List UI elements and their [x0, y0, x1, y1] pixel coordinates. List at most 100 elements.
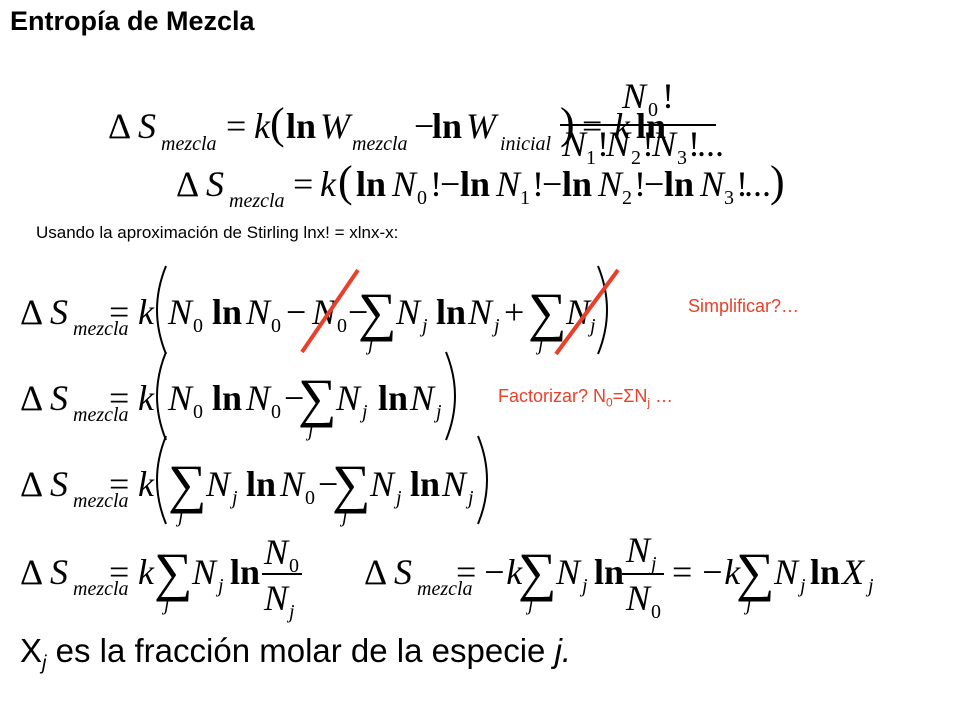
eq3-j2: j [491, 315, 500, 337]
eq7-Nj2: N [773, 552, 800, 592]
eq4-ln0: ln [212, 378, 242, 418]
eq1-minus: − [414, 106, 434, 146]
eq7-ln1: ln [594, 552, 624, 592]
stirling-note: Usando la aproximación de Stirling lnx! … [36, 223, 399, 242]
eq7-sub-mezcla: mezcla [417, 578, 473, 600]
eq1-den-sub2: 2 [631, 147, 641, 169]
eq2-ln0: ln [356, 164, 386, 204]
eq4-k: k [138, 378, 155, 418]
eq1-sub-mezcla: mezcla [161, 133, 217, 155]
eq1-den-dots: ... [697, 124, 724, 164]
eq5-equals: = [109, 464, 129, 504]
eq2-dots: ... [744, 164, 771, 204]
eq3-sub0a: 0 [193, 315, 203, 337]
eq3-sub0c: 0 [337, 315, 347, 337]
eq2-sub0: 0 [417, 187, 427, 209]
eq6-den-j: j [286, 601, 295, 623]
eq5-sum2-j: j [339, 505, 348, 527]
eq3-N0a: N [167, 292, 194, 332]
eq6-equals: = [109, 552, 129, 592]
factor-eq: =ΣN [612, 386, 648, 406]
eq7-S: S [394, 552, 412, 592]
eq1-den-bang1: ! [597, 124, 609, 164]
eq3-Nj1: N [395, 292, 422, 332]
eq2-rparen: ) [770, 157, 785, 206]
eq4-j1: j [359, 401, 368, 423]
eq7-sum1: ∑ [518, 542, 557, 602]
footer-text: es la fracción molar de la especie [46, 632, 555, 669]
eq6-den-N: N [263, 578, 290, 618]
eq6-Nj: N [191, 552, 218, 592]
eq3-sub0b: 0 [271, 315, 281, 337]
eq7-sum2-j: j [743, 593, 752, 615]
eq2-N2: N [597, 164, 624, 204]
eq5-j3: j [465, 487, 474, 509]
eq4-sub-mezcla: mezcla [73, 404, 129, 426]
eq2-sub3: 3 [724, 187, 734, 209]
eq1-W2: W [466, 106, 499, 146]
eq1-den-N1: N [561, 124, 588, 164]
eq3-S: S [50, 292, 68, 332]
eq1-ln2: ln [432, 106, 462, 146]
eq1-den-bang2: ! [642, 124, 654, 164]
eq4-minus: − [284, 378, 304, 418]
footer-var: X [20, 632, 43, 669]
equation-4: Δ S mezcla = k N 0 ln N 0 − ∑ j N j ln N… [20, 351, 456, 441]
eq7-delta: Δ [364, 552, 387, 592]
eq5-minus: − [318, 464, 338, 504]
factor-note: Factorizar? N0=ΣNj … [498, 386, 673, 410]
strike-line-1 [300, 268, 360, 354]
eq3-big-lparen [156, 265, 167, 355]
eq1-sub-inicial: inicial [500, 133, 552, 155]
eq2-bang0: ! [430, 164, 442, 204]
eq3-plus: + [504, 292, 524, 332]
eq4-sum-j: j [305, 419, 314, 441]
eq2-ln2: ln [562, 164, 592, 204]
eq7-j2: j [797, 575, 806, 597]
eq5-ln1: ln [410, 464, 440, 504]
eq6-k: k [138, 552, 155, 592]
simplify-note: Simplificar?… [688, 296, 800, 316]
eq6-sum-j: j [161, 593, 170, 615]
eq4-big-rparen [445, 351, 456, 441]
eq6-j: j [215, 575, 224, 597]
eq1-sub-mezcla2: mezcla [352, 133, 408, 155]
equation-6: Δ S mezcla = k ∑ j N j ln N 0 N j [20, 532, 302, 623]
eq7-negk1: −k [482, 552, 523, 592]
eq5-big-rparen [477, 435, 488, 525]
eq3-j1: j [419, 315, 428, 337]
eq4-Nj1: N [335, 378, 362, 418]
eq5-big-lparen [156, 435, 167, 525]
eq7-j1: j [579, 575, 588, 597]
eq4-j2: j [433, 401, 442, 423]
eq3-N0c: N [311, 292, 338, 332]
eq4-Nj2: N [409, 378, 436, 418]
factor-sub0: 0 [606, 395, 613, 410]
eq2-sub2: 2 [622, 187, 632, 209]
eq2-ln1: ln [460, 164, 490, 204]
eq4-ln1: ln [378, 378, 408, 418]
eq2-sub-mezcla: mezcla [229, 190, 285, 212]
eq2-bang1: ! [532, 164, 544, 204]
eq5-S: S [50, 464, 68, 504]
equation-3: Δ S mezcla = k N 0 ln N 0 − N 0 − ∑ j N … [20, 265, 620, 356]
eq3-j3: j [587, 315, 596, 337]
eq7-Nj1: N [555, 552, 582, 592]
eq5-j2: j [393, 487, 402, 509]
eq5-sum2: ∑ [332, 454, 371, 514]
eq2-k: k [320, 164, 337, 204]
footer-sub: j [42, 652, 47, 675]
eq3-delta: Δ [20, 292, 43, 332]
eq7-equals2: = [672, 552, 692, 592]
eq6-num-N: N [263, 532, 290, 572]
eq2-minus3: − [644, 164, 664, 204]
eq5-sum1: ∑ [168, 454, 207, 514]
eq5-k: k [138, 464, 155, 504]
eq4-equals: = [109, 378, 129, 418]
equation-7: Δ S mezcla = −k ∑ j N j ln N j N 0 = −k … [364, 530, 874, 623]
eq5-sub0: 0 [305, 487, 315, 509]
eq2-N3: N [699, 164, 726, 204]
eq4-sum: ∑ [298, 368, 337, 428]
eq1-equals: = [226, 106, 246, 146]
